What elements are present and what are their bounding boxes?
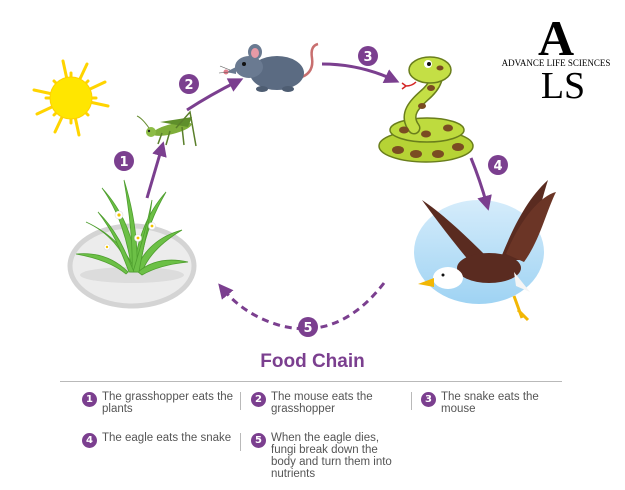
step-badge-3: 3 <box>358 46 378 66</box>
svg-text:ADVANCE LIFE SCIENCES: ADVANCE LIFE SCIENCES <box>502 58 611 68</box>
legend-item-4: 4 The eagle eats the snake <box>82 432 242 448</box>
legend-item-5: 5 When the eagle dies, fungi break down … <box>251 432 396 480</box>
svg-text:4: 4 <box>493 159 502 174</box>
legend-item-1: 1 The grasshopper eats the plants <box>82 391 237 415</box>
legend-badge-2: 2 <box>251 392 266 407</box>
step-badge-1: 1 <box>114 151 134 171</box>
grasshopper-icon <box>136 110 197 147</box>
legend-separator <box>240 392 241 410</box>
legend-text-3: The snake eats the mouse <box>441 391 539 415</box>
legend-badge-3: 3 <box>421 392 436 407</box>
logo: A LS ADVANCE LIFE SCIENCES <box>500 10 612 107</box>
divider-line <box>60 381 562 382</box>
svg-text:5: 5 <box>303 321 312 336</box>
legend-badge-4: 4 <box>82 433 97 448</box>
svg-text:2: 2 <box>184 78 193 93</box>
legend-text-1: The grasshopper eats the plants <box>102 391 234 415</box>
step-badge-4: 4 <box>488 155 508 175</box>
mouse-icon <box>218 42 319 92</box>
legend-text-5: When the eagle dies, fungi break down th… <box>271 432 392 480</box>
diagram-title: Food Chain <box>260 351 365 372</box>
step-badge-2: 2 <box>179 74 199 94</box>
legend-item-3: 3 The snake eats the mouse <box>421 391 551 415</box>
snake-icon <box>378 56 474 163</box>
legend-badge-1: 1 <box>82 392 97 407</box>
eagle-icon <box>414 180 556 322</box>
sun-icon <box>32 59 110 137</box>
svg-text:1: 1 <box>119 155 128 170</box>
svg-text:LS: LS <box>541 65 585 107</box>
food-chain-diagram: 1 2 3 4 5 A LS ADVANCE LIFE SCIENCES <box>32 10 612 337</box>
legend-text-4: The eagle eats the snake <box>102 432 232 444</box>
legend-text-2: The mouse eats the grasshopper <box>271 391 373 415</box>
legend-separator <box>411 392 412 410</box>
svg-text:3: 3 <box>363 50 372 65</box>
legend-separator <box>240 433 241 451</box>
step-badge-5: 5 <box>298 317 318 337</box>
legend-badge-5: 5 <box>251 433 266 448</box>
legend-item-2: 2 The mouse eats the grasshopper <box>251 391 391 415</box>
grass-icon <box>67 179 197 309</box>
